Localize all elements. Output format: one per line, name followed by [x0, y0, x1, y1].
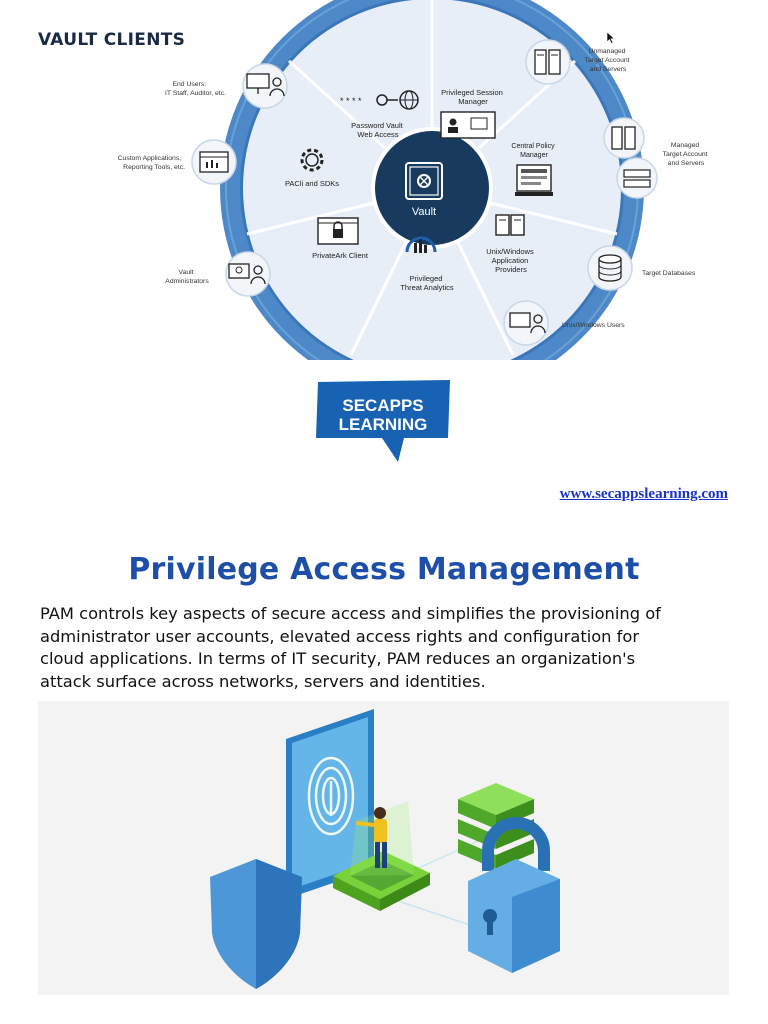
pam-illustration — [38, 701, 729, 995]
client-badge-managed-servers — [603, 117, 658, 199]
client-badge-unix-windows-users — [503, 300, 549, 346]
password-vault-icon: * * * * — [340, 90, 419, 110]
client-label-end-users: End Users: IT Staff, Auditor, etc. — [165, 81, 226, 97]
unix-windows-provider-icon — [495, 214, 525, 236]
tablet-fingerprint-icon — [286, 709, 374, 899]
segment-label-password-vault: Password Vault Web Access — [351, 121, 405, 139]
logo-line-1: SECAPPS — [342, 396, 423, 415]
body-line: attack surface across networks, servers … — [40, 671, 486, 691]
threat-analytics-icon — [405, 236, 437, 253]
client-label-custom-apps: Custom Applications, Reporting Tools, et… — [118, 155, 185, 171]
session-manager-icon — [440, 111, 496, 139]
diagram-title: VAULT CLIENTS — [38, 30, 186, 50]
client-label-unmanaged-servers: Unmanaged Target Account and Servers — [585, 48, 632, 73]
privateark-client-icon — [317, 217, 359, 245]
body-paragraph: PAM controls key aspects of secure acces… — [40, 603, 740, 693]
person-figure — [355, 807, 387, 868]
safe-icon — [405, 162, 443, 200]
mouse-cursor-icon — [606, 31, 616, 44]
client-label-managed-servers: Managed Target Account and Servers — [663, 142, 710, 167]
secapps-learning-logo: SECAPPS LEARNING — [316, 380, 450, 462]
body-line: cloud applications. In terms of IT secur… — [40, 649, 636, 669]
client-badge-end-users — [242, 63, 288, 109]
client-label-unix-windows-users: Unix/Windows Users — [562, 322, 625, 329]
page-heading: Privilege Access Management — [128, 552, 640, 587]
segment-label-pacli-sdks: PACli and SDKs — [285, 179, 339, 188]
website-link[interactable]: www.secappslearning.com — [559, 486, 728, 502]
vault-hub — [375, 131, 489, 245]
segment-label-unix-windows-providers: Unix/Windows Application Providers — [486, 247, 536, 274]
body-line: administrator user accounts, elevated ac… — [40, 626, 640, 646]
segment-label-threat-analytics: Privileged Threat Analytics — [400, 274, 454, 292]
body-line: PAM controls key aspects of secure acces… — [40, 604, 661, 623]
padlock-icon — [468, 817, 560, 973]
segment-label-privateark-client: PrivateArk Client — [312, 251, 369, 260]
segment-label-session-manager: Privileged Session Manager — [441, 88, 505, 106]
client-badge-custom-apps — [191, 139, 237, 185]
client-badge-vault-admins — [225, 251, 271, 297]
client-label-target-databases: Target Databases — [642, 270, 696, 277]
hub-label: Vault — [412, 206, 436, 218]
segment-label-policy-manager: Central Policy Manager — [511, 143, 556, 159]
shield-icon — [210, 859, 302, 989]
policy-manager-icon — [515, 164, 553, 196]
vault-clients-diagram: Vault * * * * — [118, 0, 710, 360]
logo-line-2: LEARNING — [339, 415, 428, 434]
svg-text:* * * *: * * * * — [340, 96, 362, 106]
client-badge-unmanaged-servers — [525, 39, 571, 85]
sdk-gear-icon — [300, 148, 324, 172]
client-label-vault-admins: Vault Administrators — [165, 269, 209, 285]
client-badge-target-databases — [587, 245, 633, 291]
